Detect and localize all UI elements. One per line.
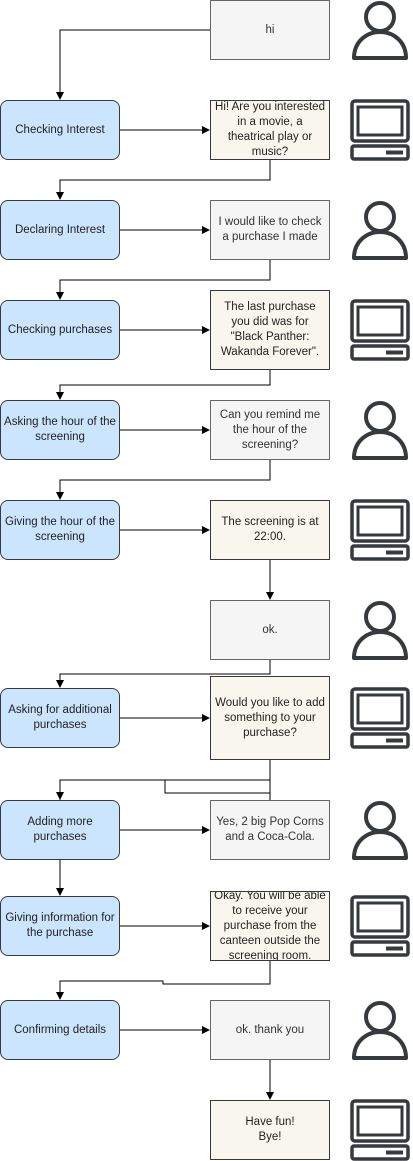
person-icon <box>352 801 408 860</box>
connector-arrow <box>56 260 271 300</box>
user-message-box: I would like to check a purchase I made <box>210 200 330 260</box>
user-message-box: ok. <box>210 600 330 660</box>
stage-box: Giving information for the purchase <box>0 896 120 956</box>
stage-box: Giving the hour of the screening <box>0 500 120 560</box>
person-icon <box>352 1001 408 1060</box>
stage-box: Asking for additional purchases <box>0 688 120 748</box>
connector-arrow <box>56 660 271 688</box>
system-message-box: Hi! Are you interested in a movie, a the… <box>210 100 330 160</box>
user-message-box: hi <box>210 0 330 60</box>
connector-arrow <box>56 961 271 1000</box>
connector-arrow <box>56 160 271 200</box>
stage-box: Declaring Interest <box>0 200 120 260</box>
stage-box: Asking the hour of the screening <box>0 400 120 460</box>
person-icon <box>352 401 408 460</box>
connector-arrow <box>56 29 210 100</box>
person-icon <box>352 1 408 60</box>
system-message-box: Okay. You will be able to receive your p… <box>210 891 330 961</box>
connector-arrow <box>56 370 271 400</box>
computer-icon <box>350 299 410 361</box>
computer-icon <box>350 1099 410 1161</box>
system-message-box: Have fun! Bye! <box>210 1100 330 1160</box>
system-message-box: Would you like to add something to your … <box>210 676 330 760</box>
stage-box: Checking Interest <box>0 100 120 160</box>
stage-box: Confirming details <box>0 1000 120 1060</box>
user-message-box: ok. thank you <box>210 1000 330 1060</box>
user-message-box: Yes, 2 big Pop Corns and a Coca-Cola. <box>210 800 330 860</box>
connector-arrow <box>56 460 271 500</box>
person-icon <box>352 201 408 260</box>
computer-icon <box>350 687 410 749</box>
system-message-box: The screening is at 22:00. <box>210 500 330 560</box>
computer-icon <box>350 499 410 561</box>
system-message-box: The last purchase you did was for "Black… <box>210 290 330 370</box>
computer-icon <box>350 99 410 161</box>
stage-box: Adding more purchases <box>0 800 120 860</box>
stage-box: Checking purchases <box>0 300 120 360</box>
user-message-box: Can you remind me the hour of the screen… <box>210 400 330 460</box>
person-icon <box>352 601 408 660</box>
computer-icon <box>350 895 410 957</box>
